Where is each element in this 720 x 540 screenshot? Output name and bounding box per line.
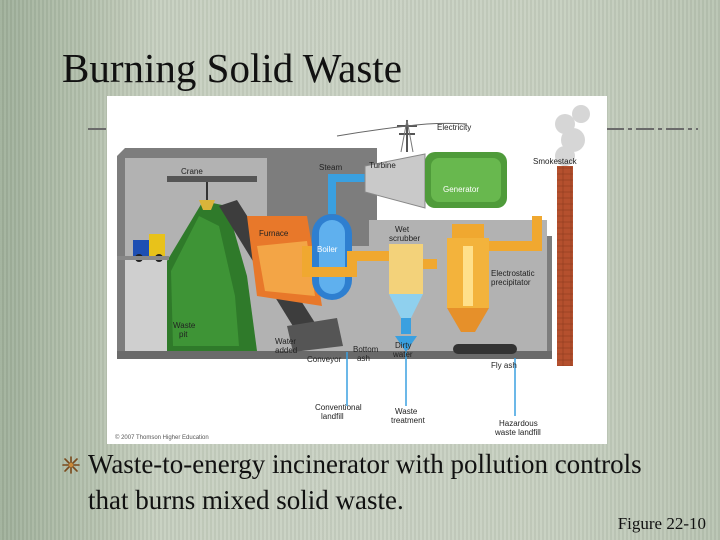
label-turbine: Turbine — [369, 161, 396, 170]
label-water-added-2: added — [275, 346, 297, 355]
label-bottom-ash-2: ash — [357, 354, 370, 363]
copyright-text: © 2007 Thomson Higher Education — [115, 434, 209, 441]
pit-wall — [125, 256, 167, 351]
label-dirty-water-2: water — [392, 350, 413, 359]
label-conveyor: Conveyor — [307, 355, 342, 364]
conveyor-grate — [287, 318, 343, 352]
bullet-text: Waste-to-energy incinerator with polluti… — [88, 449, 642, 515]
label-furnace: Furnace — [259, 229, 289, 238]
label-water-added-1: Water — [275, 337, 296, 346]
wet-scrubber — [389, 244, 423, 352]
label-electricity: Electricity — [437, 123, 471, 132]
label-esp-1: Electrostatic — [491, 269, 535, 278]
incinerator-diagram: Electricity Smokestack Turbine Steam Cra… — [107, 96, 607, 444]
label-generator: Generator — [443, 185, 479, 194]
label-landfill-1: Conventional — [315, 403, 362, 412]
fly-ash-conveyor — [453, 344, 517, 354]
figure-number: Figure 22-10 — [617, 514, 706, 533]
slide-title: Burning Solid Waste — [62, 45, 402, 91]
label-boiler: Boiler — [317, 245, 338, 254]
smokestack — [557, 166, 573, 366]
label-dirty-water-1: Dirty — [395, 341, 411, 350]
label-treatment-2: treatment — [391, 416, 426, 425]
label-hazardous-1: Hazardous — [499, 419, 538, 428]
label-wet-scrubber-2: scrubber — [389, 234, 420, 243]
turbine — [364, 153, 426, 209]
label-bottom-ash-1: Bottom — [353, 345, 379, 354]
label-fly-ash: Fly ash — [491, 361, 517, 370]
label-hazardous-2: waste landfill — [494, 428, 541, 437]
incinerator-svg: Electricity Smokestack Turbine Steam Cra… — [107, 96, 607, 444]
title-rule-right — [606, 128, 698, 130]
gas-duct — [302, 246, 397, 277]
electricity-pylon-icon — [336, 119, 468, 153]
steam-pipe — [328, 174, 365, 214]
label-crane: Crane — [181, 167, 203, 176]
label-smokestack: Smokestack — [533, 157, 578, 166]
smoke-plume — [555, 105, 590, 166]
building-floor — [117, 351, 552, 359]
crane-icon — [167, 176, 257, 210]
label-waste-pit-1: Waste — [173, 321, 196, 330]
label-wet-scrubber-1: Wet — [395, 225, 410, 234]
label-landfill-2: landfill — [321, 412, 344, 421]
bullet-star-icon — [62, 456, 80, 474]
label-treatment-1: Waste — [395, 407, 418, 416]
label-steam: Steam — [319, 163, 342, 172]
title-rule-left — [88, 128, 110, 130]
label-waste-pit-2: pit — [179, 330, 188, 339]
label-esp-2: precipitator — [491, 278, 531, 287]
electrostatic-precipitator — [447, 224, 489, 332]
